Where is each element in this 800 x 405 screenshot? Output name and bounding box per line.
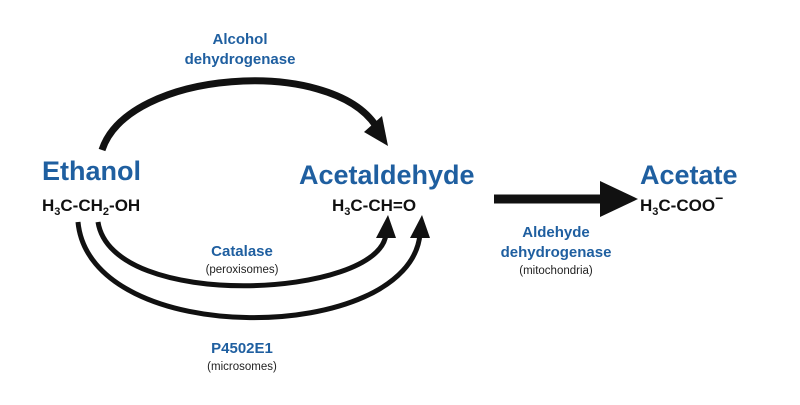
catalase-location: (peroxisomes) bbox=[206, 264, 279, 276]
p450-location: (microsomes) bbox=[207, 361, 277, 373]
adh-arrowhead bbox=[364, 116, 388, 146]
adh-label-line1: Alcohol bbox=[213, 31, 268, 48]
p450-label: P4502E1 bbox=[211, 340, 273, 357]
adh-label-line2: dehydrogenase bbox=[185, 51, 296, 68]
catalase-arrow-shaft bbox=[95, 221, 389, 289]
adh-arrow-shaft bbox=[98, 77, 379, 152]
acetate-name: Acetate bbox=[640, 160, 738, 190]
acetate-formula: H3C-COO− bbox=[640, 190, 723, 218]
enzyme-aldh: Aldehyde dehydrogenase (mitochondria) bbox=[501, 224, 612, 277]
acetaldehyde-formula: H3C-CH=O bbox=[332, 196, 416, 218]
catalase-arrowhead bbox=[376, 215, 396, 238]
ethanol-formula: H3C-CH2-OH bbox=[42, 196, 140, 218]
ethanol-name: Ethanol bbox=[42, 156, 141, 186]
p450-arrowhead bbox=[410, 215, 430, 238]
enzyme-catalase: Catalase (peroxisomes) bbox=[206, 243, 279, 276]
enzyme-p450: P4502E1 (microsomes) bbox=[207, 340, 277, 373]
node-acetate: Acetate H3C-COO− bbox=[640, 160, 738, 218]
p450-arrow-shaft bbox=[75, 221, 423, 321]
reaction-arrows bbox=[75, 77, 638, 321]
aldh-label-line2: dehydrogenase bbox=[501, 244, 612, 261]
node-ethanol: Ethanol H3C-CH2-OH bbox=[42, 156, 141, 218]
aldh-arrowhead bbox=[600, 181, 638, 217]
acetaldehyde-name: Acetaldehyde bbox=[299, 160, 475, 190]
catalase-label: Catalase bbox=[211, 243, 273, 260]
aldh-label-line1: Aldehyde bbox=[522, 224, 590, 241]
node-acetaldehyde: Acetaldehyde H3C-CH=O bbox=[299, 160, 475, 218]
enzyme-adh: Alcohol dehydrogenase bbox=[185, 31, 296, 68]
aldh-location: (mitochondria) bbox=[519, 265, 593, 277]
